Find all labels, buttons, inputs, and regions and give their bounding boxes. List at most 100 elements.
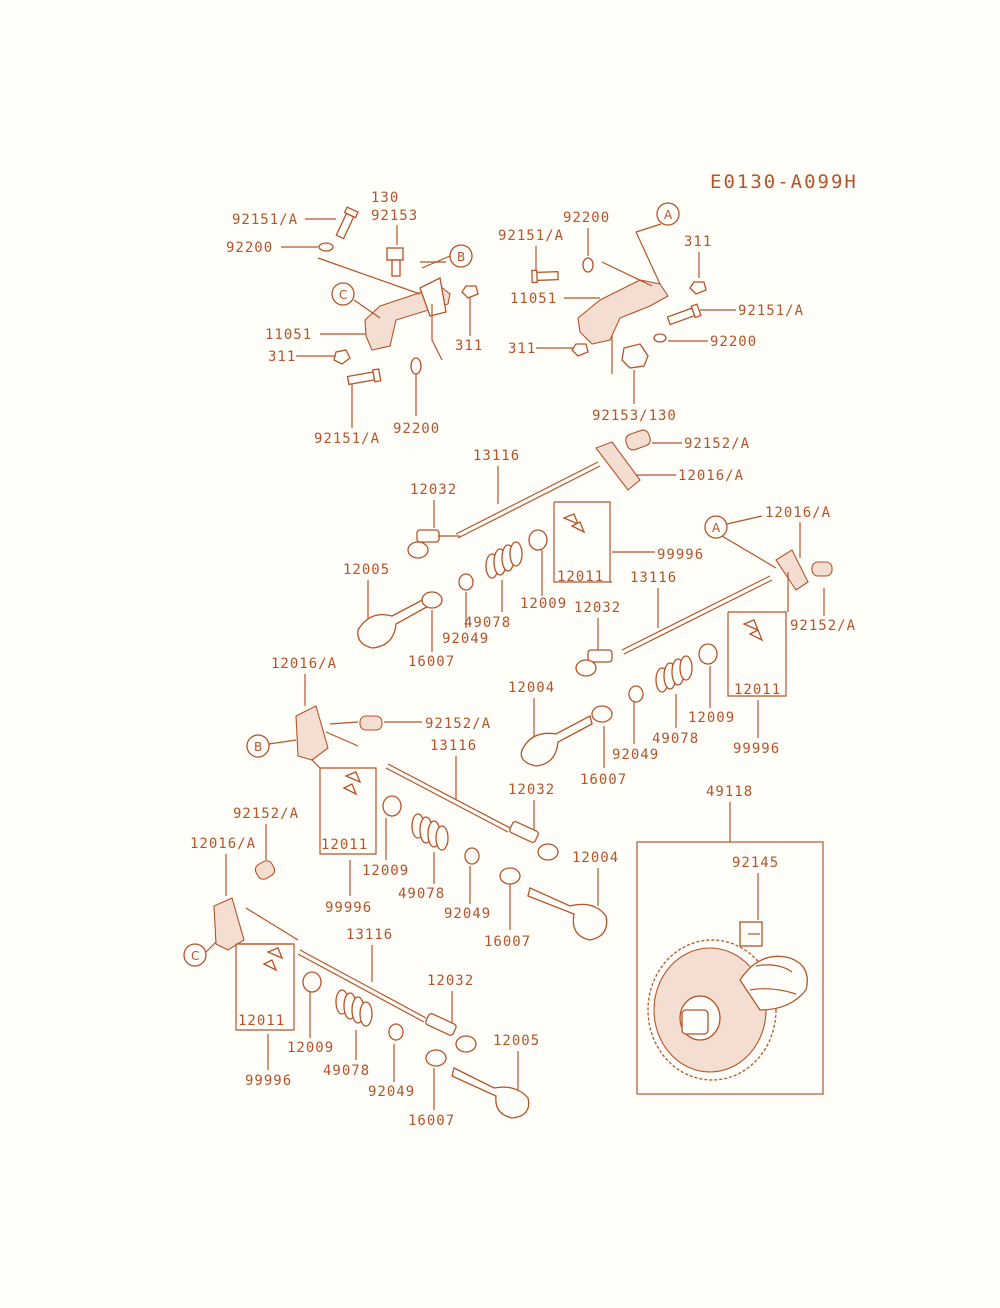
part-label[interactable]: 92049: [444, 906, 491, 922]
part-label[interactable]: 12009: [287, 1040, 334, 1056]
part-label[interactable]: 92151/A: [232, 212, 298, 228]
part-label[interactable]: 130: [371, 190, 399, 206]
part-label[interactable]: 92049: [442, 631, 489, 647]
part-label[interactable]: 12011: [238, 1013, 285, 1029]
part-label[interactable]: 99996: [325, 900, 372, 916]
part-label[interactable]: 92152/A: [684, 436, 750, 452]
part-label[interactable]: 12004: [508, 680, 555, 696]
part-label[interactable]: 13116: [430, 738, 477, 754]
part-label[interactable]: 13116: [473, 448, 520, 464]
svg-text:B: B: [457, 250, 465, 264]
part-label[interactable]: 92152/A: [790, 618, 856, 634]
part-label[interactable]: 12032: [574, 600, 621, 616]
callout-a[interactable]: [704, 515, 728, 539]
part-label[interactable]: 12016/A: [271, 656, 337, 672]
part-label[interactable]: 16007: [408, 654, 455, 670]
svg-text:A: A: [664, 208, 673, 222]
part-label[interactable]: 11051: [510, 291, 557, 307]
part-label[interactable]: 16007: [484, 934, 531, 950]
svg-text:C: C: [339, 288, 347, 302]
part-label[interactable]: 12016/A: [190, 836, 256, 852]
part-label[interactable]: 92153/130: [592, 408, 677, 424]
callout-b[interactable]: [246, 734, 270, 758]
callout-c[interactable]: [331, 282, 355, 306]
part-label[interactable]: 99996: [245, 1073, 292, 1089]
part-label[interactable]: 311: [508, 341, 536, 357]
part-label[interactable]: 12004: [572, 850, 619, 866]
part-label[interactable]: 99996: [657, 547, 704, 563]
part-label[interactable]: 92200: [563, 210, 610, 226]
valve-icon: [451, 1067, 530, 1119]
valve-icon: [357, 595, 433, 649]
part-label[interactable]: 92200: [226, 240, 273, 256]
part-label[interactable]: 92152/A: [425, 716, 491, 732]
part-label[interactable]: 49078: [464, 615, 511, 631]
camshaft-group: 49118 92145: [636, 784, 824, 1095]
part-label[interactable]: 311: [455, 338, 483, 354]
lever-group-right: 92200 92151/A 311 11051 92151/A 311 9220…: [498, 202, 804, 424]
camshaft-box: [636, 841, 824, 1095]
part-label[interactable]: 92151/A: [498, 228, 564, 244]
callout-a[interactable]: [656, 202, 680, 226]
part-label[interactable]: 92049: [368, 1084, 415, 1100]
diagram-code: E0130-A099H: [710, 171, 858, 193]
part-label[interactable]: 12016/A: [678, 468, 744, 484]
part-label[interactable]: 12009: [520, 596, 567, 612]
rocker-arm-icon: [295, 705, 329, 761]
valve-spring-icon: [655, 655, 693, 693]
governor-lever-icon: [577, 279, 669, 345]
part-label[interactable]: 12005: [493, 1033, 540, 1049]
part-label[interactable]: 92200: [393, 421, 440, 437]
washer-icon: [318, 242, 334, 252]
part-label[interactable]: 92151/A: [314, 431, 380, 447]
part-label[interactable]: 12005: [343, 562, 390, 578]
part-label[interactable]: 12011: [557, 569, 604, 585]
valve-set-a: 13116 92152/A 12016/A 12032 99996 12005 …: [343, 429, 750, 670]
rocker-arm-icon: [595, 441, 641, 491]
lever-group-left: 92151/A 130 92153 92200 11051 311 311 92…: [226, 190, 483, 447]
svg-text:A: A: [712, 521, 721, 535]
part-label[interactable]: 12011: [321, 837, 368, 853]
camshaft-gear-icon: [647, 921, 808, 1081]
svg-text:C: C: [191, 949, 199, 963]
valve-set-d: 92152/A 12016/A C 13116 12032 12011 1200…: [183, 806, 540, 1129]
part-label[interactable]: 311: [268, 349, 296, 365]
rocker-arm-icon: [213, 897, 245, 951]
valve-set-b: 12016/A A 13116 12032 92152/A 12004 1201…: [508, 505, 856, 788]
part-label[interactable]: 92151/A: [738, 303, 804, 319]
part-label[interactable]: 311: [684, 234, 712, 250]
part-label[interactable]: 92145: [732, 855, 779, 871]
valve-icon: [520, 715, 593, 767]
part-label[interactable]: 92049: [612, 747, 659, 763]
svg-text:B: B: [254, 740, 262, 754]
part-label[interactable]: 11051: [265, 327, 312, 343]
part-label[interactable]: 13116: [346, 927, 393, 943]
part-label[interactable]: 12032: [427, 973, 474, 989]
part-label[interactable]: 92152/A: [233, 806, 299, 822]
part-label[interactable]: 16007: [408, 1113, 455, 1129]
callout-c[interactable]: [183, 943, 207, 967]
part-label[interactable]: 13116: [630, 570, 677, 586]
part-label[interactable]: 49078: [652, 731, 699, 747]
part-label[interactable]: 49078: [323, 1063, 370, 1079]
part-label[interactable]: 12011: [734, 682, 781, 698]
valve-spring-icon: [485, 541, 523, 579]
valve-spring-icon: [335, 989, 373, 1027]
part-label[interactable]: 92153: [371, 208, 418, 224]
rocker-arm-icon: [775, 549, 809, 591]
part-label[interactable]: 12016/A: [765, 505, 831, 521]
valve-set-c: 12016/A 92152/A B 13116 12032 12011 1200…: [246, 656, 619, 950]
part-label[interactable]: 49078: [398, 886, 445, 902]
part-label[interactable]: 99996: [733, 741, 780, 757]
valve-spring-icon: [411, 813, 449, 851]
valve-icon: [527, 887, 608, 941]
part-label[interactable]: 12032: [410, 482, 457, 498]
part-label[interactable]: 12032: [508, 782, 555, 798]
part-label[interactable]: 16007: [580, 772, 627, 788]
part-label[interactable]: 92200: [710, 334, 757, 350]
part-label[interactable]: 12009: [688, 710, 735, 726]
part-label[interactable]: 49118: [706, 784, 753, 800]
part-label[interactable]: 12009: [362, 863, 409, 879]
